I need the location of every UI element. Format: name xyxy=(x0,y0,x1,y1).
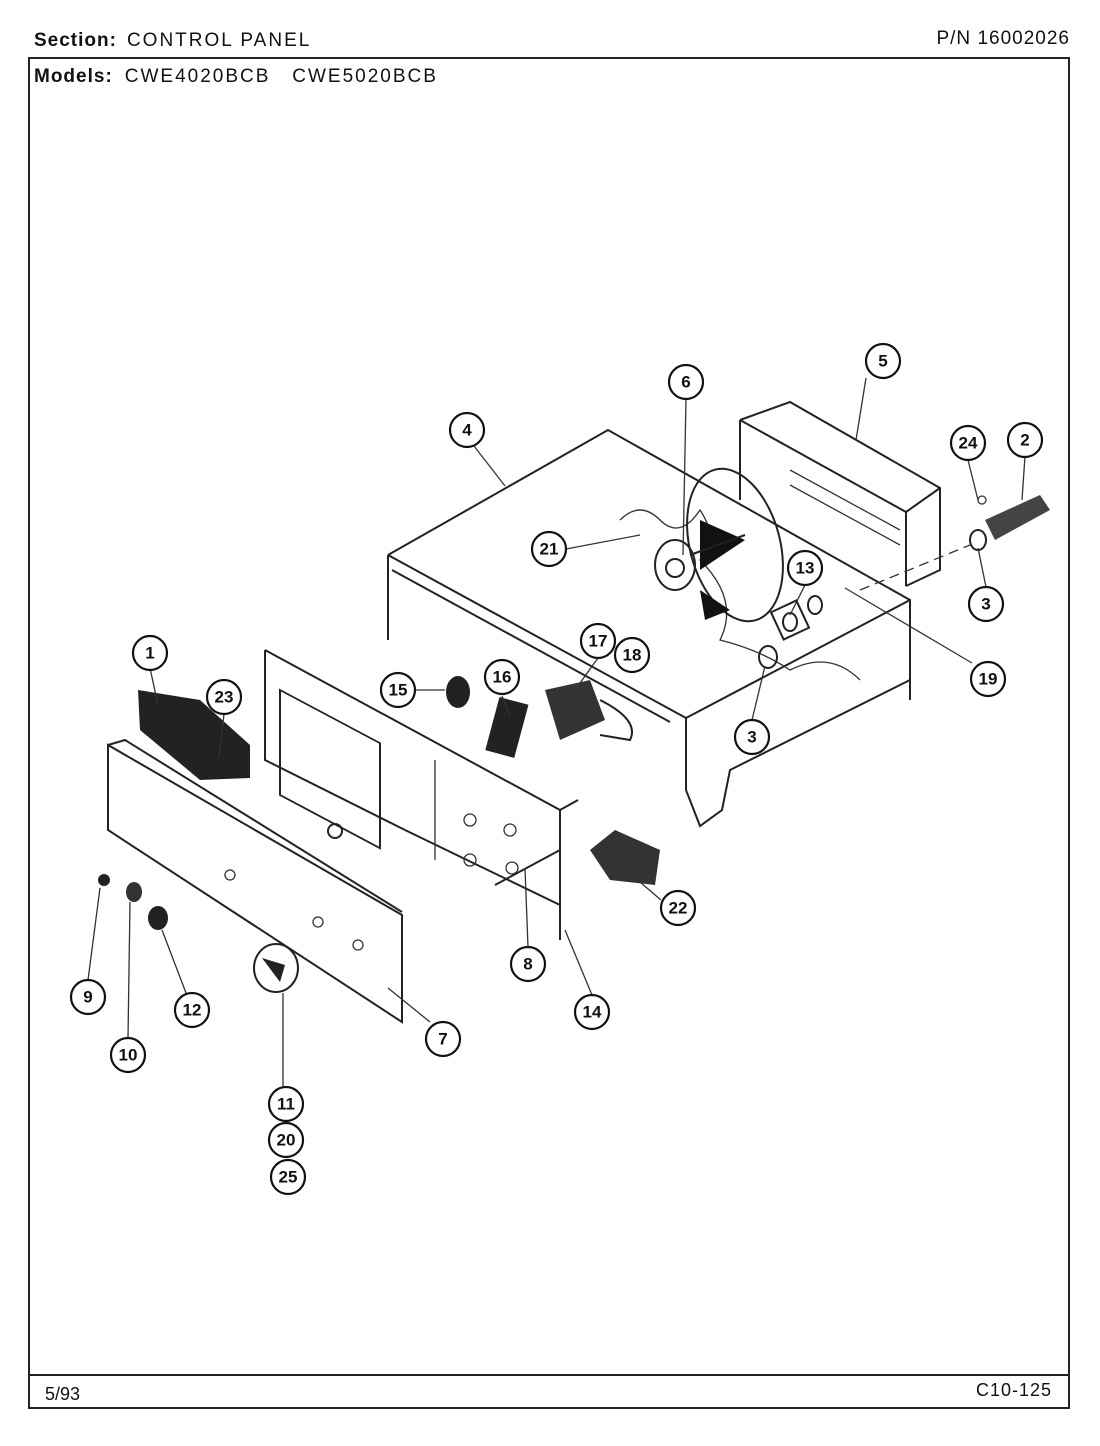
callout-13: 13 xyxy=(786,549,824,587)
callout-15: 15 xyxy=(379,671,417,709)
timer-module xyxy=(138,690,250,780)
svg-text:17: 17 xyxy=(589,632,608,651)
models-label: Models: xyxy=(34,66,113,87)
footer-divider xyxy=(28,1374,1070,1376)
svg-text:9: 9 xyxy=(83,988,92,1007)
callout-5: 5 xyxy=(864,342,902,380)
callout-17: 17 xyxy=(579,622,617,660)
svg-text:19: 19 xyxy=(979,670,998,689)
svg-text:1: 1 xyxy=(145,644,154,663)
svg-text:14: 14 xyxy=(583,1003,602,1022)
pn-label: P/N xyxy=(936,28,972,49)
svg-text:5: 5 xyxy=(878,352,887,371)
switches xyxy=(446,676,660,886)
section-label: Section: xyxy=(34,30,117,51)
svg-text:3: 3 xyxy=(981,595,990,614)
callout-4: 4 xyxy=(448,411,486,449)
callout-19: 19 xyxy=(969,660,1007,698)
callout-22: 22 xyxy=(659,889,697,927)
callout-18: 18 xyxy=(613,636,651,674)
control-panel xyxy=(107,738,403,1024)
callout-25: 25 xyxy=(269,1158,307,1196)
svg-text:6: 6 xyxy=(681,373,690,392)
svg-text:4: 4 xyxy=(462,421,472,440)
models-line: Models: CWE4020BCB CWE5020BCB xyxy=(34,66,438,88)
models-value: CWE4020BCB CWE5020BCB xyxy=(124,66,438,87)
part-number: P/N 16002026 xyxy=(936,28,1070,50)
callout-14: 14 xyxy=(573,993,611,1031)
diagram-frame xyxy=(28,57,1070,1409)
svg-text:12: 12 xyxy=(183,1001,202,1020)
callout-12: 12 xyxy=(173,991,211,1029)
callout-20: 20 xyxy=(267,1121,305,1159)
svg-text:21: 21 xyxy=(540,540,559,559)
section-value: CONTROL PANEL xyxy=(126,30,312,51)
svg-text:7: 7 xyxy=(438,1030,447,1049)
svg-text:23: 23 xyxy=(215,688,234,707)
svg-text:2: 2 xyxy=(1020,431,1029,450)
svg-text:8: 8 xyxy=(523,955,532,974)
back-cover-box xyxy=(739,400,941,587)
blower-assembly xyxy=(654,467,784,623)
svg-text:15: 15 xyxy=(389,681,408,700)
callout-21: 21 xyxy=(530,530,568,568)
callout-3-cord: 3 xyxy=(967,585,1005,623)
svg-text:18: 18 xyxy=(623,646,642,665)
callout-7: 7 xyxy=(424,1020,462,1058)
knobs xyxy=(98,874,299,993)
control-bracket xyxy=(264,649,579,940)
callout-bubbles: 1 2 3 3 4 5 6 7 8 9 10 11 12 13 14 15 16… xyxy=(69,342,1044,1196)
callout-11: 11 xyxy=(267,1085,305,1123)
svg-text:11: 11 xyxy=(277,1095,295,1114)
svg-text:13: 13 xyxy=(796,559,815,578)
cabinet-housing xyxy=(387,428,911,828)
callout-2: 2 xyxy=(1006,421,1044,459)
svg-text:25: 25 xyxy=(279,1168,298,1187)
leader-lines xyxy=(87,377,1026,1087)
svg-text:10: 10 xyxy=(119,1046,138,1065)
grommets xyxy=(758,595,823,669)
callout-16: 16 xyxy=(483,658,521,696)
callout-9: 9 xyxy=(69,978,107,1016)
callout-10: 10 xyxy=(109,1036,147,1074)
callout-8: 8 xyxy=(509,945,547,983)
pn-value: 16002026 xyxy=(977,28,1070,49)
callout-3-cabinet: 3 xyxy=(733,718,771,756)
callout-24: 24 xyxy=(949,424,987,462)
svg-text:3: 3 xyxy=(747,728,756,747)
power-cord-strain-relief xyxy=(859,495,1050,591)
svg-text:16: 16 xyxy=(493,668,512,687)
page-code: C10-125 xyxy=(975,1380,1052,1400)
section-title: Section: CONTROL PANEL xyxy=(34,30,311,52)
svg-text:20: 20 xyxy=(277,1131,296,1150)
svg-text:22: 22 xyxy=(669,899,688,918)
callout-23: 23 xyxy=(205,678,243,716)
revision-date: 5/93 xyxy=(45,1384,81,1404)
callout-1: 1 xyxy=(131,634,169,672)
callout-6: 6 xyxy=(667,363,705,401)
svg-text:24: 24 xyxy=(959,434,978,453)
